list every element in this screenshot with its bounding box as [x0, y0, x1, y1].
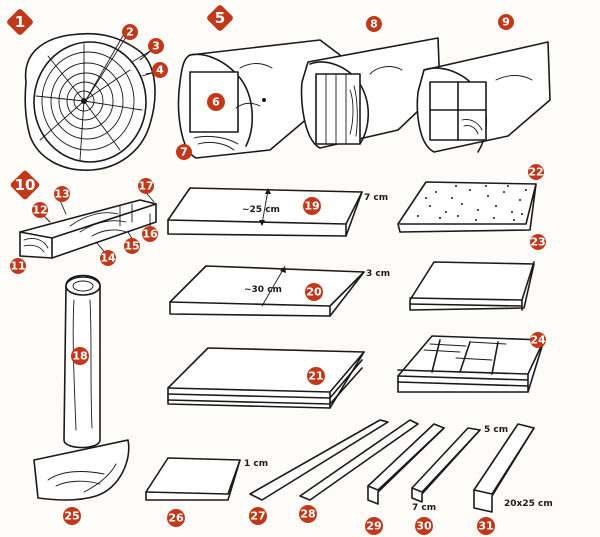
thin-strip-27: [249, 419, 389, 501]
dimension-label-30-size: 7 cm: [412, 503, 436, 513]
svg-text:10: 10: [15, 176, 36, 194]
badge-2: 2: [122, 24, 138, 40]
badge-12: 12: [32, 202, 48, 218]
badge-27: 27: [249, 507, 267, 525]
svg-text:3: 3: [152, 40, 160, 53]
curved-slab: [33, 439, 130, 501]
svg-text:30: 30: [416, 520, 432, 533]
log-with-quarter-cut: [416, 41, 551, 153]
laminated-panel: [397, 335, 545, 393]
badge-16: 16: [142, 226, 158, 242]
badge-22: 22: [528, 164, 544, 180]
square-batten-29: [367, 423, 445, 505]
svg-text:22: 22: [528, 166, 543, 179]
plywood-sheet: [409, 261, 535, 311]
dimension-label-20-width: ~30 cm: [244, 285, 282, 295]
badge-15: 15: [124, 238, 140, 254]
badge-19: 19: [303, 197, 321, 215]
svg-text:31: 31: [478, 520, 493, 533]
badge-1: 1: [7, 9, 33, 35]
svg-text:14: 14: [100, 252, 116, 265]
svg-text:8: 8: [370, 18, 378, 31]
badge-29: 29: [365, 517, 383, 535]
badge-26: 26: [167, 509, 185, 527]
svg-text:27: 27: [250, 510, 265, 523]
badge-3: 3: [148, 38, 164, 54]
svg-text:24: 24: [530, 334, 546, 347]
svg-text:28: 28: [300, 508, 315, 521]
badge-25: 25: [63, 507, 81, 525]
svg-text:1: 1: [15, 13, 25, 31]
svg-text:17: 17: [138, 180, 153, 193]
badge-9: 9: [498, 14, 514, 30]
svg-text:5: 5: [215, 9, 225, 27]
svg-text:12: 12: [32, 204, 47, 217]
dimension-label-31-size: 5 cm: [484, 425, 508, 435]
badge-11: 11: [10, 258, 26, 274]
badge-13: 13: [54, 186, 70, 202]
badge-23: 23: [530, 234, 546, 250]
svg-text:20: 20: [306, 286, 322, 299]
square-batten-30: [411, 427, 481, 503]
dimension-label-26-thickness: 1 cm: [244, 459, 268, 469]
log-with-plank-cuts: [300, 37, 441, 149]
dimension-label-31-section: 20x25 cm: [504, 499, 553, 509]
dimension-label-20-thickness: 3 cm: [366, 269, 390, 279]
svg-text:7: 7: [180, 146, 188, 159]
svg-text:19: 19: [304, 200, 319, 213]
board-with-grain: [19, 199, 157, 259]
square-post-31: [473, 423, 535, 513]
thin-strip-28: [299, 419, 419, 501]
badge-21: 21: [307, 367, 325, 385]
badge-7: 7: [176, 144, 192, 160]
badge-20: 20: [305, 283, 323, 301]
svg-text:18: 18: [72, 350, 87, 363]
svg-text:15: 15: [124, 240, 139, 253]
badge-8: 8: [366, 16, 382, 32]
badge-5: 5: [207, 5, 233, 31]
badge-6: 6: [207, 93, 225, 111]
svg-text:6: 6: [212, 96, 220, 109]
svg-text:21: 21: [308, 370, 323, 383]
svg-text:23: 23: [530, 236, 545, 249]
svg-text:11: 11: [10, 260, 25, 273]
small-thin-board: [145, 457, 241, 501]
badge-30: 30: [415, 517, 433, 535]
badge-14: 14: [100, 250, 116, 266]
badge-18: 18: [71, 347, 89, 365]
dimension-label-19-width: ~25 cm: [242, 205, 280, 215]
log-cross-section: [24, 32, 157, 171]
badge-24: 24: [530, 332, 546, 348]
particle-board: [397, 181, 537, 233]
badge-28: 28: [299, 505, 317, 523]
svg-text:25: 25: [64, 510, 79, 523]
badge-4: 4: [152, 62, 168, 78]
svg-text:4: 4: [156, 64, 164, 77]
svg-text:13: 13: [54, 188, 69, 201]
badge-10: 10: [10, 170, 40, 200]
board-stack: [167, 347, 365, 409]
svg-text:2: 2: [126, 26, 134, 39]
svg-text:16: 16: [142, 228, 158, 241]
badge-31: 31: [477, 517, 495, 535]
svg-text:26: 26: [168, 512, 184, 525]
badge-17: 17: [138, 178, 154, 194]
dimension-label-19-thickness: 7 cm: [364, 193, 388, 203]
svg-text:29: 29: [366, 520, 381, 533]
plank-medium: [169, 265, 365, 317]
svg-text:9: 9: [502, 16, 510, 29]
